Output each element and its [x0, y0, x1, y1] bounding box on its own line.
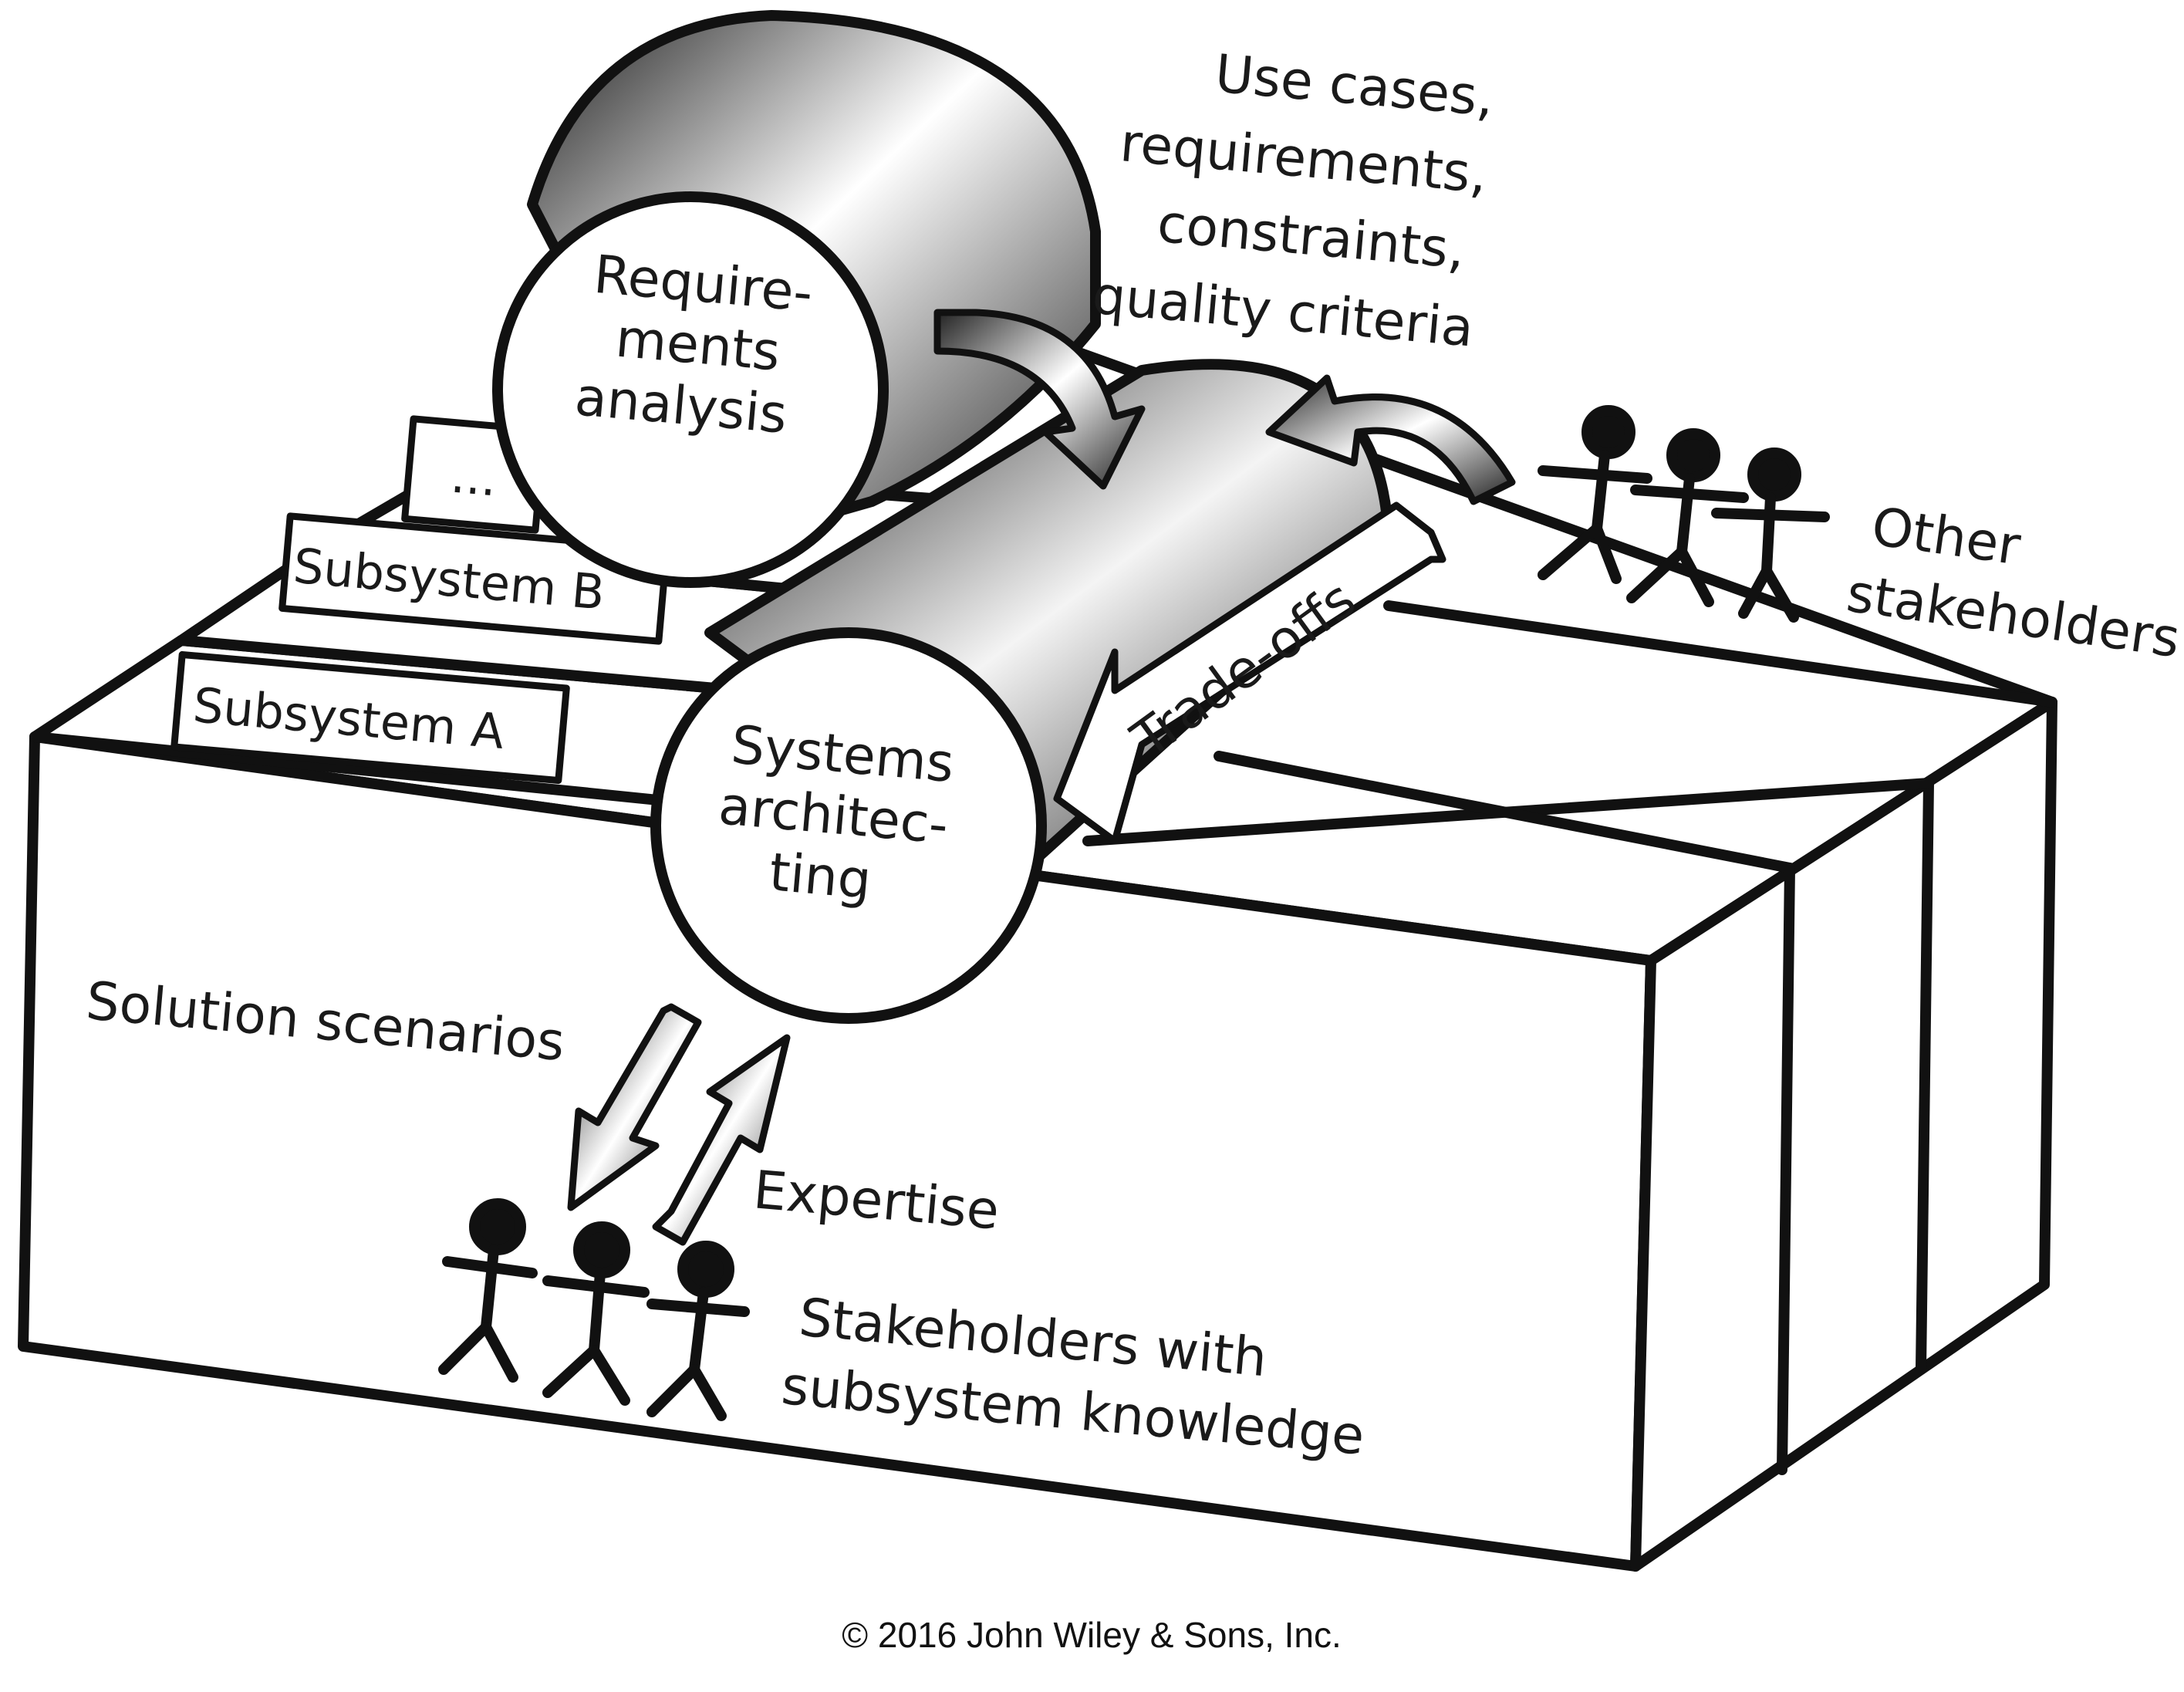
box-slice-line [1777, 863, 1795, 1475]
systems-architecting-line-3: ting [767, 842, 873, 911]
system-box [18, 303, 2057, 1572]
other-stakeholders-figures [1538, 405, 1830, 623]
subsystem-stakeholders-figures [438, 1198, 750, 1421]
use-cases-line-3: constraints, [1155, 194, 1467, 282]
use-cases-label: Use cases, requirements, constraints, qu… [1090, 44, 1497, 360]
stakeholder-figure [438, 1198, 538, 1383]
stakeholder-figure [542, 1221, 650, 1406]
stakeholder-input-arrow [1265, 374, 1516, 505]
box-top-slice [1383, 600, 2057, 708]
trade-offs-arrow [1053, 502, 1446, 845]
requirements-flow-arrow [933, 309, 1146, 490]
stakeholder-figure [1626, 428, 1749, 607]
requirements-analysis-end [492, 191, 889, 588]
systems-architecting-end [650, 627, 1047, 1024]
solution-scenarios-arrow [567, 1003, 702, 1211]
use-cases-line-1: Use cases, [1213, 44, 1497, 129]
requirements-analysis-cylinder [492, 10, 1101, 588]
subsystem-a-card: Subsystem A [170, 650, 570, 785]
stakeholder-figure [1538, 405, 1652, 584]
stakeholder-figure [1711, 447, 1830, 623]
requirements-analysis-line-2: ments [613, 308, 782, 383]
use-cases-line-2: requirements, [1118, 113, 1490, 205]
expertise-arrow [652, 1034, 791, 1246]
more-subsystems-label: ... [449, 447, 499, 508]
copyright-notice: © 2016 John Wiley & Sons, Inc. [842, 1615, 1342, 1655]
stakeholder-figure [646, 1241, 750, 1421]
box-slice-line [1916, 778, 1934, 1375]
box-top-slice [1214, 751, 1795, 873]
other-stakeholders-line-1: Other [1868, 496, 2024, 577]
use-cases-line-4: quality criteria [1090, 265, 1476, 360]
systems-architecting-cylinder [650, 359, 1394, 1024]
